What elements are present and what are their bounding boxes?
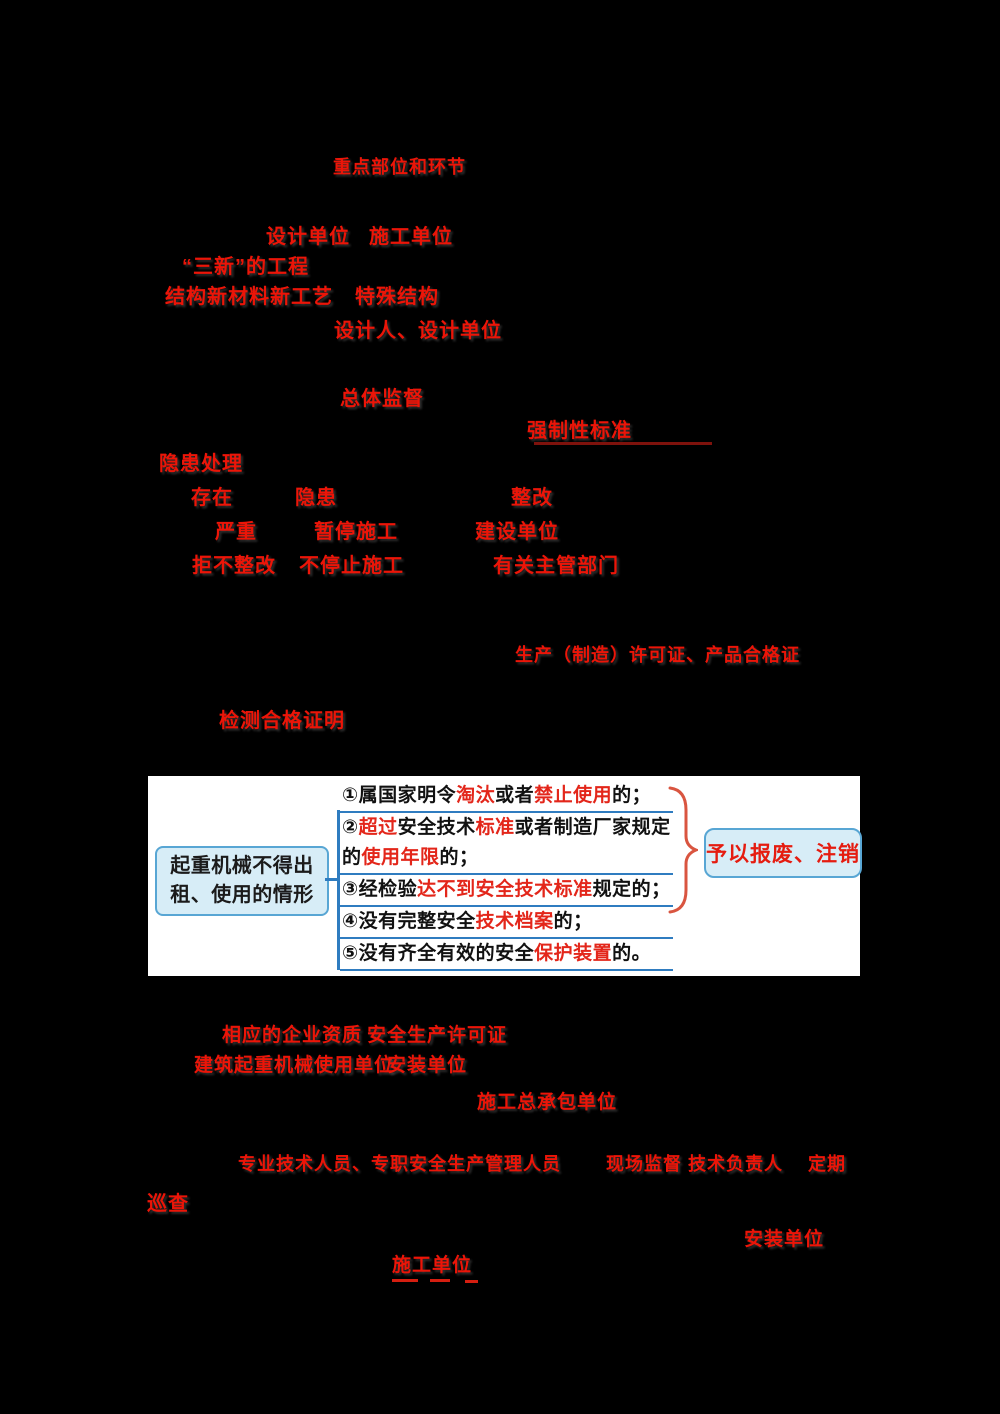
red-emphasis-mark bbox=[430, 1279, 450, 1282]
answer-text: 特殊结构 bbox=[355, 286, 439, 308]
crane-topic-box: 起重机械不得出 租、使用的情形 bbox=[155, 846, 329, 916]
answer-text: 生产（制造）许可证、产品合格证 bbox=[515, 645, 800, 665]
answer-text: 检测合格证明 bbox=[219, 710, 345, 732]
answer-text: 暂停施工 bbox=[314, 521, 398, 543]
answer-text: 重点部位和环节 bbox=[333, 157, 466, 177]
answer-text: 隐患处理 bbox=[159, 453, 243, 475]
answer-text: 技术负责人 bbox=[688, 1154, 783, 1174]
branch-spine bbox=[337, 810, 340, 970]
answer-text: 专业技术人员、专职安全生产管理人员 bbox=[238, 1154, 561, 1174]
answer-text: 施工总承包单位 bbox=[477, 1092, 618, 1113]
answer-text: 结构新材料新工艺 bbox=[165, 286, 333, 308]
crane-item-3: ③经检验达不到安全技术标准规定的； bbox=[340, 875, 673, 907]
answer-text: 建设单位 bbox=[475, 521, 559, 543]
crane-item-4: ④没有完整安全技术档案的； bbox=[340, 907, 673, 939]
answer-text: “三新”的工程 bbox=[182, 256, 309, 278]
answer-text: 巡查 bbox=[147, 1193, 189, 1215]
answer-text: 有关主管部门 bbox=[493, 555, 619, 577]
red-emphasis-mark bbox=[465, 1280, 478, 1283]
answer-text: 严重 bbox=[215, 521, 257, 543]
crane-machinery-diagram: 起重机械不得出 租、使用的情形 ①属国家明令淘汰或者禁止使用的； ②超过安全技术… bbox=[148, 776, 862, 976]
branch-connector bbox=[325, 878, 338, 881]
answer-text: 隐患 bbox=[295, 487, 337, 509]
red-emphasis-mark bbox=[392, 1279, 418, 1282]
answer-text: 设计人、设计单位 bbox=[334, 320, 502, 342]
crane-topic-line1: 起重机械不得出 bbox=[170, 855, 314, 877]
crane-item-2: ②超过安全技术标准或者制造厂家规定的使用年限的； bbox=[340, 813, 673, 875]
curly-brace-icon bbox=[668, 786, 698, 914]
crane-item-list: ①属国家明令淘汰或者禁止使用的； ②超过安全技术标准或者制造厂家规定的使用年限的… bbox=[340, 781, 673, 971]
red-underline bbox=[534, 442, 712, 445]
crane-result-label: 予以报废、注销 bbox=[706, 843, 860, 866]
answer-text: 安全生产许可证 bbox=[367, 1025, 508, 1046]
answer-text: 不停止施工 bbox=[299, 555, 404, 577]
answer-text: 存在 bbox=[191, 487, 233, 509]
answer-text: 相应的企业资质 bbox=[222, 1025, 363, 1046]
answer-text: 现场监督 bbox=[606, 1154, 682, 1174]
crane-item-5: ⑤没有齐全有效的安全保护装置的。 bbox=[340, 939, 673, 971]
crane-result-box: 予以报废、注销 bbox=[704, 828, 862, 878]
answer-text: 施工单位 bbox=[369, 226, 453, 248]
answer-text: 施工单位 bbox=[392, 1255, 473, 1276]
crane-item-1: ①属国家明令淘汰或者禁止使用的； bbox=[340, 781, 673, 813]
crane-topic-line2: 租、使用的情形 bbox=[170, 884, 314, 906]
answer-text: 安装单位 bbox=[387, 1055, 468, 1076]
answer-text: 设计单位 bbox=[266, 226, 350, 248]
answer-text: 总体监督 bbox=[340, 388, 424, 410]
answer-text: 整改 bbox=[511, 487, 553, 509]
answer-text: 安装单位 bbox=[744, 1229, 825, 1250]
answer-text: 建筑起重机械使用单位 bbox=[194, 1055, 395, 1076]
answer-text: 定期 bbox=[808, 1154, 846, 1174]
answer-text: 拒不整改 bbox=[192, 555, 276, 577]
answer-text: 强制性标准 bbox=[527, 420, 632, 442]
